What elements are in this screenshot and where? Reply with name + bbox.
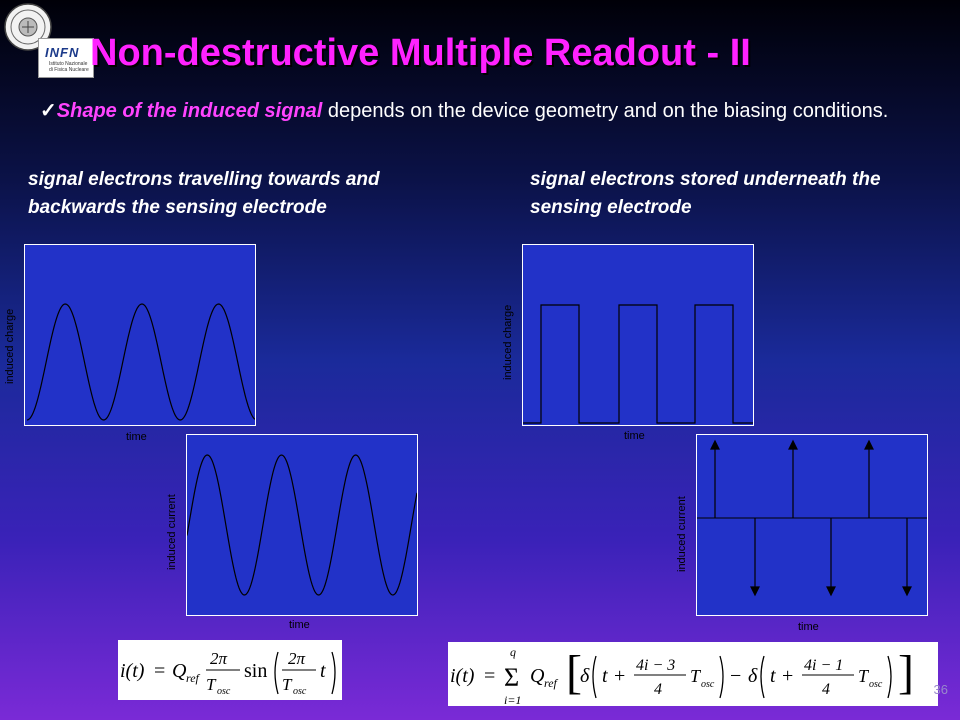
svg-text:osc: osc xyxy=(701,679,715,690)
svg-text:Q: Q xyxy=(530,665,545,687)
plot-left-induced-charge xyxy=(24,244,256,426)
current-sine-curve xyxy=(186,454,418,596)
svg-text:]: ] xyxy=(898,646,914,699)
charge-sine-curve xyxy=(26,303,256,421)
bullet-rest: depends on the device geometry and on th… xyxy=(322,100,889,122)
svg-text:sin: sin xyxy=(244,660,267,682)
svg-text:Σ: Σ xyxy=(504,663,519,692)
svg-text:i(t): i(t) xyxy=(450,665,475,687)
svg-text:4: 4 xyxy=(654,681,662,698)
plot-left-induced-current xyxy=(186,434,418,616)
caption-right: signal electrons stored underneath the s… xyxy=(530,169,881,218)
svg-text:=: = xyxy=(154,660,165,682)
svg-text:ref: ref xyxy=(544,676,559,690)
svg-text:t: t xyxy=(320,660,326,682)
svg-text:osc: osc xyxy=(869,679,883,690)
svg-text:T: T xyxy=(690,666,702,686)
charge-square-pulses xyxy=(523,304,753,424)
infn-logo-text: INFN xyxy=(45,45,80,60)
checkmark-icon: ✓ xyxy=(40,100,57,122)
ylabel-right-current: induced current xyxy=(676,496,688,572)
current-impulse-arrows xyxy=(697,439,927,597)
svg-text:2π: 2π xyxy=(210,649,228,668)
caption-left: signal electrons travelling towards and … xyxy=(28,169,380,218)
xlabel-left-current: time xyxy=(289,619,310,631)
svg-text:osc: osc xyxy=(217,686,231,697)
bullet-text: ✓Shape of the induced signal depends on … xyxy=(40,96,920,126)
xlabel-right-charge: time xyxy=(624,430,645,442)
svg-text:4i − 3: 4i − 3 xyxy=(636,657,675,674)
svg-text:Q: Q xyxy=(172,660,187,682)
ylabel-left-current: induced current xyxy=(166,494,178,570)
svg-text:−: − xyxy=(730,665,741,687)
svg-text:ref: ref xyxy=(186,671,201,685)
svg-text:T: T xyxy=(282,675,293,694)
ylabel-left-charge: induced charge xyxy=(4,308,16,384)
svg-text:4: 4 xyxy=(822,681,830,698)
xlabel-left-charge: time xyxy=(126,431,147,443)
svg-text:T: T xyxy=(858,666,870,686)
svg-text:T: T xyxy=(206,675,217,694)
svg-text:t: t xyxy=(770,665,776,687)
svg-text:osc: osc xyxy=(293,686,307,697)
svg-text:δ: δ xyxy=(748,665,758,687)
svg-text:4i − 1: 4i − 1 xyxy=(804,657,843,674)
svg-text:t: t xyxy=(602,665,608,687)
bullet-emphasis: Shape of the induced signal xyxy=(56,100,323,122)
svg-text:+: + xyxy=(782,665,793,687)
svg-text:i(t): i(t) xyxy=(120,660,145,682)
xlabel-right-current: time xyxy=(798,621,819,633)
plot-right-induced-current xyxy=(696,434,928,616)
infn-logo: INFN Istituto Nazionale di Fisica Nuclea… xyxy=(38,38,94,78)
plot-right-induced-charge xyxy=(522,244,754,426)
svg-text:+: + xyxy=(614,665,625,687)
ylabel-right-charge: induced charge xyxy=(502,304,514,380)
svg-text:i=1: i=1 xyxy=(504,693,521,706)
svg-text:2π: 2π xyxy=(288,649,306,668)
svg-text:δ: δ xyxy=(580,665,590,687)
infn-logo-subtext: Istituto Nazionale di Fisica Nucleare xyxy=(49,61,89,73)
page-number: 36 xyxy=(933,682,948,697)
svg-text:q: q xyxy=(510,645,516,659)
slide-title: Non-destructive Multiple Readout - II xyxy=(90,32,751,74)
svg-text:[: [ xyxy=(566,646,582,699)
svg-text:=: = xyxy=(484,665,495,687)
